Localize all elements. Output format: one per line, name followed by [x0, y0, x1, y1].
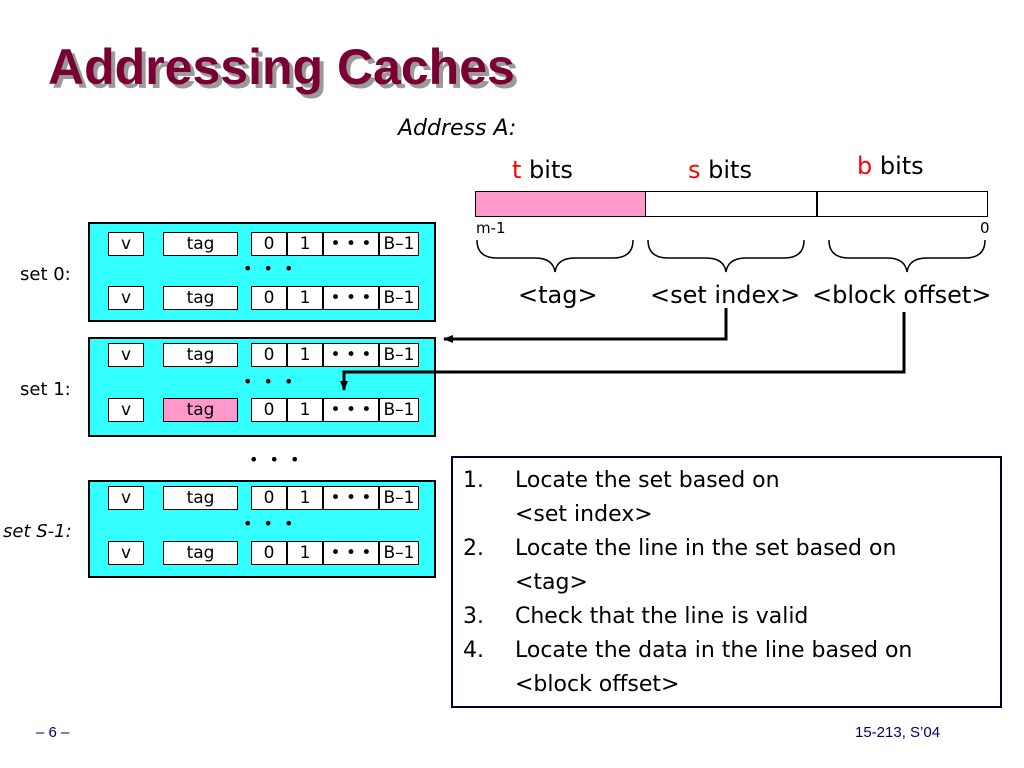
- valid-bit-cell: v: [108, 232, 144, 256]
- lines-ellipsis: • • •: [243, 259, 297, 278]
- address-label: Address A:: [398, 116, 517, 141]
- bytes-ellipsis-cell: • • •: [323, 398, 379, 422]
- byte-last-cell: B–1: [379, 286, 419, 310]
- list-item: <tag>: [515, 570, 588, 595]
- block-offset-arrow: [340, 312, 906, 391]
- byte-1-cell: 1: [287, 398, 323, 422]
- cache-line: v tag 0 1 • • • B–1: [108, 232, 419, 256]
- bytes-ellipsis-cell: • • •: [323, 541, 379, 565]
- set-index-brace: [647, 239, 805, 273]
- tag-cell: tag: [163, 541, 238, 565]
- cache-line: v tag 0 1 • • • B–1: [108, 541, 419, 565]
- byte-0-cell: 0: [251, 486, 287, 510]
- list-item: 2.Locate the line in the set based on: [463, 536, 897, 561]
- byte-0-cell: 0: [251, 343, 287, 367]
- set-s-1-label: set S-1:: [3, 521, 72, 542]
- byte-1-cell: 1: [287, 343, 323, 367]
- list-item: <block offset>: [515, 672, 680, 697]
- valid-bit-cell: v: [108, 286, 144, 310]
- s-bits-label: s bits: [688, 156, 752, 184]
- tag-cell: tag: [163, 486, 238, 510]
- byte-1-cell: 1: [287, 286, 323, 310]
- bytes-ellipsis-cell: • • •: [323, 286, 379, 310]
- tag-cell: tag: [163, 343, 238, 367]
- b-bits-label: b bits: [857, 152, 924, 180]
- byte-last-cell: B–1: [379, 486, 419, 510]
- valid-bit-cell: v: [108, 343, 144, 367]
- set-index-group-label: <set index>: [650, 281, 801, 309]
- list-item: 4.Locate the data in the line based on: [463, 638, 913, 663]
- byte-0-cell: 0: [251, 232, 287, 256]
- valid-bit-cell: v: [108, 486, 144, 510]
- address-block-offset-field: [817, 191, 988, 217]
- set-index-arrow: [443, 308, 728, 343]
- byte-last-cell: B–1: [379, 343, 419, 367]
- tag-cell-highlighted: tag: [163, 398, 238, 422]
- valid-bit-cell: v: [108, 398, 144, 422]
- steps-box: 1.Locate the set based on <set index> 2.…: [451, 456, 1002, 708]
- lines-ellipsis: • • •: [243, 372, 297, 391]
- byte-last-cell: B–1: [379, 541, 419, 565]
- valid-bit-cell: v: [108, 541, 144, 565]
- byte-0-cell: 0: [251, 398, 287, 422]
- tag-group-label: <tag>: [518, 281, 598, 309]
- bit-m-1-label: m-1: [476, 219, 506, 237]
- sets-ellipsis: • • •: [249, 450, 303, 469]
- byte-1-cell: 1: [287, 486, 323, 510]
- set-0-label: set 0:: [20, 264, 71, 285]
- byte-0-cell: 0: [251, 286, 287, 310]
- cache-line: v tag 0 1 • • • B–1: [108, 286, 419, 310]
- byte-last-cell: B–1: [379, 232, 419, 256]
- cache-line: v tag 0 1 • • • B–1: [108, 486, 419, 510]
- cache-line: v tag 0 1 • • • B–1: [108, 398, 419, 422]
- bit-0-label: 0: [980, 219, 990, 237]
- list-item: <set index>: [515, 502, 653, 527]
- bytes-ellipsis-cell: • • •: [323, 343, 379, 367]
- block-offset-group-label: <block offset>: [812, 281, 992, 309]
- block-offset-brace: [828, 239, 986, 273]
- course-label: 15-213, S’04: [855, 724, 941, 741]
- bytes-ellipsis-cell: • • •: [323, 232, 379, 256]
- cache-line: v tag 0 1 • • • B–1: [108, 343, 419, 367]
- address-set-index-field: [646, 191, 817, 217]
- list-item: 3.Check that the line is valid: [463, 604, 809, 629]
- byte-1-cell: 1: [287, 232, 323, 256]
- lines-ellipsis: • • •: [243, 514, 297, 533]
- bytes-ellipsis-cell: • • •: [323, 486, 379, 510]
- address-tag-field: [475, 191, 646, 217]
- byte-last-cell: B–1: [379, 398, 419, 422]
- tag-brace: [476, 239, 634, 273]
- set-1-label: set 1:: [20, 379, 71, 400]
- list-item: 1.Locate the set based on: [463, 468, 780, 493]
- t-bits-label: t bits: [512, 156, 573, 184]
- page-title: Addressing Caches: [48, 39, 515, 95]
- slide-number: – 6 –: [36, 724, 70, 741]
- byte-1-cell: 1: [287, 541, 323, 565]
- tag-cell: tag: [163, 232, 238, 256]
- tag-cell: tag: [163, 286, 238, 310]
- byte-0-cell: 0: [251, 541, 287, 565]
